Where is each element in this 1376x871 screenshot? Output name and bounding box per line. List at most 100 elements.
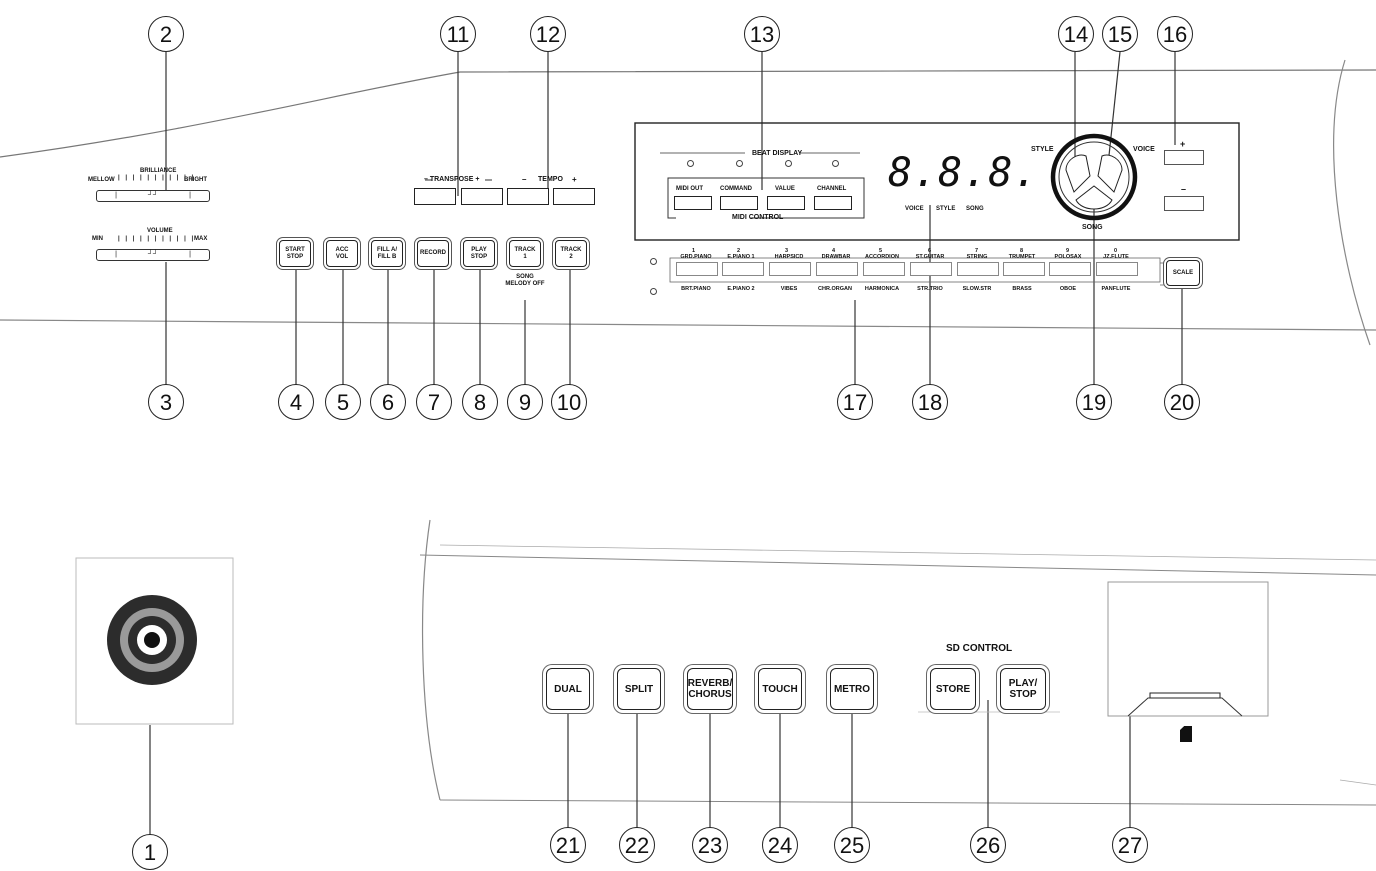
transpose-up-button[interactable] (461, 188, 503, 205)
min-label: MIN (92, 236, 103, 242)
voice-button-8[interactable] (1003, 262, 1045, 276)
record-button[interactable]: RECORD (417, 240, 449, 267)
tempo-label: TEMPO (538, 176, 563, 183)
callout-14: 14 (1058, 16, 1094, 52)
volume-scale: | | | | | | | | | | | (118, 236, 196, 242)
channel-button[interactable] (814, 196, 852, 210)
voice-8-number: 8 (1020, 248, 1024, 254)
voice-button-4[interactable] (816, 262, 858, 276)
callout-12: 12 (530, 16, 566, 52)
style-dial-button[interactable] (1064, 152, 1090, 194)
acc-vol-button[interactable]: ACC VOL (326, 240, 358, 267)
callout-21: 21 (550, 827, 586, 863)
metro-button[interactable]: METRO (830, 668, 874, 710)
callout-17: 17 (837, 384, 873, 420)
callout-24: 24 (762, 827, 798, 863)
segment-display: 8.8.8. (888, 150, 1039, 196)
value-button[interactable] (767, 196, 805, 210)
voice-button-3[interactable] (769, 262, 811, 276)
track-2-button[interactable]: TRACK 2 (555, 240, 587, 267)
sd-play-stop-button[interactable]: PLAY/ STOP (1000, 668, 1046, 710)
voice-3-number: 3 (785, 248, 789, 254)
callout-5: 5 (325, 384, 361, 420)
brilliance-label: BRILLIANCE (140, 168, 177, 174)
fill-button[interactable]: FILL A/ FILL B (371, 240, 403, 267)
callout-7: 7 (416, 384, 452, 420)
voice-7-name: STRING (966, 254, 988, 260)
voice-6-number: 6 (928, 248, 932, 254)
voice-2-name: E.PIANO 1 (727, 254, 755, 260)
start-stop-button[interactable]: START STOP (279, 240, 311, 267)
bright-label: BRIGHT (184, 177, 207, 183)
dual-button[interactable]: DUAL (546, 668, 590, 710)
voice-alt-3: VIBES (780, 286, 798, 292)
split-button[interactable]: SPLIT (617, 668, 661, 710)
voice-button-9[interactable] (1049, 262, 1091, 276)
voice-bottom-led (650, 288, 657, 295)
voice-button-7[interactable] (957, 262, 999, 276)
voice-alt-9: OBOE (1059, 286, 1077, 292)
voice-alt-6: STR.TRIO (917, 286, 943, 292)
voice-7-number: 7 (975, 248, 979, 254)
beat-led-2 (736, 160, 743, 167)
voice-alt-8: BRASS (1012, 286, 1032, 292)
voice-button-5[interactable] (863, 262, 905, 276)
voice-alt-0: PANFLUTE (1101, 286, 1131, 292)
scale-button[interactable]: SCALE (1166, 260, 1200, 286)
voice-4-number: 4 (832, 248, 836, 254)
midi-out-button[interactable] (674, 196, 712, 210)
command-button[interactable] (720, 196, 758, 210)
voice-label: VOICE (1133, 146, 1155, 153)
touch-button[interactable]: TOUCH (758, 668, 802, 710)
callout-1: 1 (132, 834, 168, 870)
song-dial-button[interactable] (1076, 190, 1112, 210)
voice-button-6[interactable] (910, 262, 952, 276)
beat-led-3 (785, 160, 792, 167)
midi-control-label: MIDI CONTROL (732, 214, 784, 221)
callout-20: 20 (1164, 384, 1200, 420)
voice-0-name: JZ.FLUTE (1103, 254, 1129, 260)
value-label: VALUE (775, 186, 795, 192)
reverb-chorus-button[interactable]: REVERB/ CHORUS (687, 668, 733, 710)
voice-1-number: 1 (692, 248, 696, 254)
command-label: COMMAND (720, 186, 752, 192)
callout-26: 26 (970, 827, 1006, 863)
callout-16: 16 (1157, 16, 1193, 52)
transpose-down-button[interactable] (414, 188, 456, 205)
callout-6: 6 (370, 384, 406, 420)
sd-card-icon (1180, 726, 1192, 742)
song-label: SONG (1082, 224, 1103, 231)
headphone-jack[interactable] (107, 595, 197, 685)
play-stop-button[interactable]: PLAY STOP (463, 240, 495, 267)
song-melody-off-label: SONG MELODY OFF (505, 274, 545, 287)
callout-3: 3 (148, 384, 184, 420)
voice-button-0[interactable] (1096, 262, 1138, 276)
callout-18: 18 (912, 384, 948, 420)
volume-slider[interactable]: | ┘┘ | (96, 249, 210, 261)
voice-alt-4: CHR.ORGAN (818, 286, 852, 292)
voice-2-number: 2 (737, 248, 741, 254)
voice-button-1[interactable] (676, 262, 718, 276)
transpose-label: – TRANSPOSE + (424, 176, 480, 183)
display-song-label: SONG (966, 206, 984, 212)
beat-display-label: BEAT DISPLAY (752, 150, 803, 157)
brilliance-slider[interactable]: | ┘┘ | (96, 190, 210, 202)
tempo-up-button[interactable] (553, 188, 595, 205)
sd-card-slot[interactable] (1150, 692, 1220, 699)
voice-button-2[interactable] (722, 262, 764, 276)
minus-button[interactable] (1164, 196, 1204, 211)
voice-5-name: ACCORDION (865, 254, 899, 260)
voice-dial-button[interactable] (1098, 152, 1124, 194)
voice-6-name: ST.GUITAR (915, 254, 945, 260)
voice-4-name: DRAWBAR (821, 254, 851, 260)
sd-store-button[interactable]: STORE (930, 668, 976, 710)
tempo-down-button[interactable] (507, 188, 549, 205)
track-1-button[interactable]: TRACK 1 (509, 240, 541, 267)
sd-control-label: SD CONTROL (946, 643, 1013, 654)
plus-button[interactable] (1164, 150, 1204, 165)
voice-alt-1: BRT.PIANO (681, 286, 711, 292)
callout-10: 10 (551, 384, 587, 420)
tempo-plus-label: + (572, 175, 577, 184)
midi-out-label: MIDI OUT (676, 186, 703, 192)
